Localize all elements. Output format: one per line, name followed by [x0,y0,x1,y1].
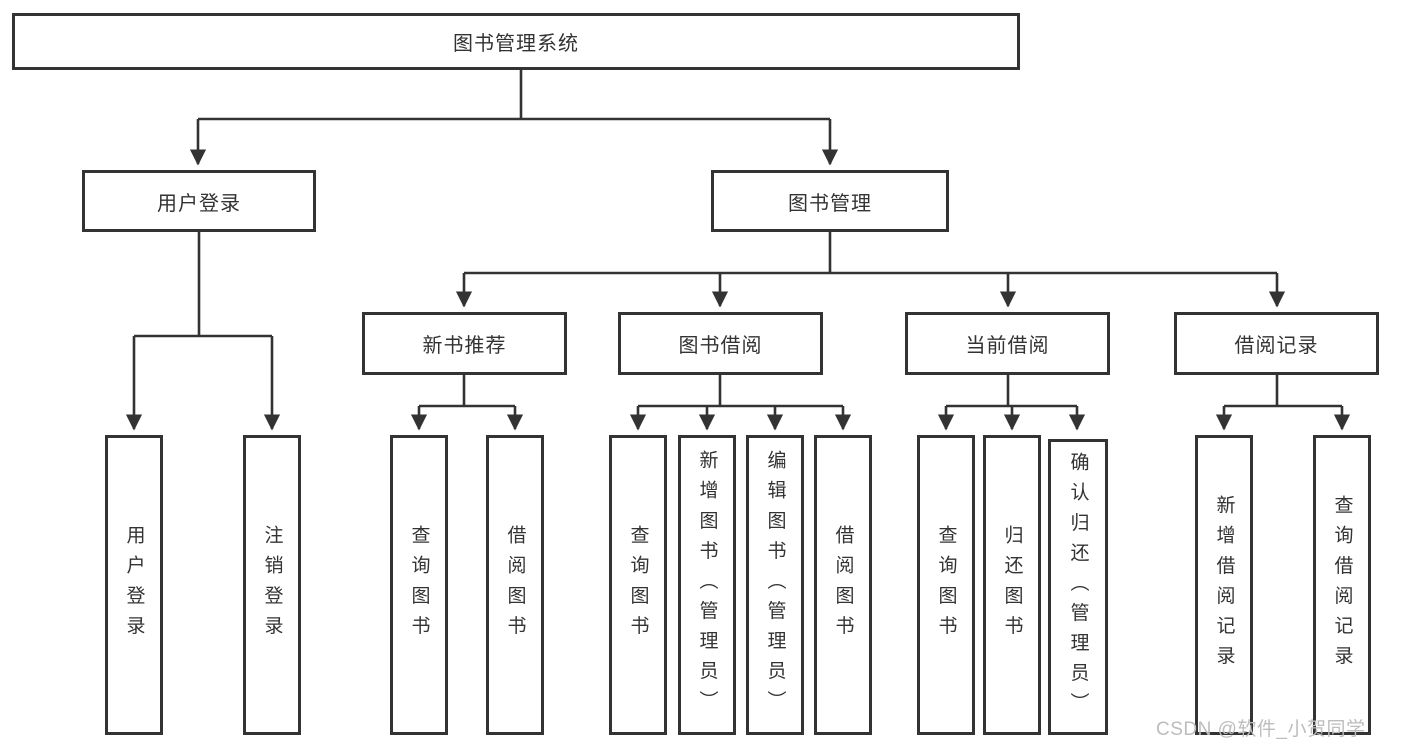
leaf-label: 查询图书 [408,524,430,646]
node-new-book-recommend: 新书推荐 [362,312,567,375]
leaf-add-books-admin: 新增图书（管理员） [678,435,736,735]
node-user-login-label: 用户登录 [157,192,241,215]
node-book-borrow: 图书借阅 [618,312,823,375]
leaf-query-books-borrow: 查询图书 [609,435,667,735]
leaf-label: 确认归还（管理员） [1067,451,1089,723]
node-new-book-recommend-label: 新书推荐 [422,335,507,357]
leaf-user-login: 用户登录 [105,435,163,735]
leaf-label: 新增借阅记录 [1213,494,1235,676]
leaf-query-books-recommend: 查询图书 [390,435,448,735]
leaf-logout: 注销登录 [243,435,301,735]
leaf-label: 查询借阅记录 [1331,494,1353,676]
leaf-confirm-return-admin: 确认归还（管理员） [1048,439,1108,735]
leaf-label: 查询图书 [935,524,957,646]
leaf-query-books-current: 查询图书 [917,435,975,735]
node-book-borrow-label: 图书借阅 [678,335,763,357]
leaf-label: 借阅图书 [832,524,854,646]
leaf-label: 借阅图书 [504,524,526,646]
leaf-label: 新增图书（管理员） [696,449,718,721]
node-current-borrow-label: 当前借阅 [965,335,1050,357]
csdn-watermark: CSDN @软件_小贺同学 [1156,719,1366,740]
node-borrow-records-label: 借阅记录 [1234,335,1319,357]
leaf-label: 编辑图书（管理员） [764,449,786,721]
node-book-management-label: 图书管理 [788,192,872,215]
node-borrow-records: 借阅记录 [1174,312,1379,375]
leaf-add-borrow-record: 新增借阅记录 [1195,435,1253,735]
leaf-query-borrow-record: 查询借阅记录 [1313,435,1371,735]
leaf-label: 用户登录 [123,524,145,646]
leaf-borrow-books: 借阅图书 [814,435,872,735]
node-current-borrow: 当前借阅 [905,312,1110,375]
node-user-login: 用户登录 [82,170,316,232]
leaf-label: 归还图书 [1001,524,1023,646]
node-book-management: 图书管理 [711,170,949,232]
leaf-label: 查询图书 [627,524,649,646]
leaf-return-books: 归还图书 [983,435,1041,735]
leaf-label: 注销登录 [261,524,283,646]
node-root-label: 图书管理系统 [453,33,579,55]
leaf-borrow-books-recommend: 借阅图书 [486,435,544,735]
leaf-edit-books-admin: 编辑图书（管理员） [746,435,804,735]
node-root: 图书管理系统 [12,13,1020,70]
